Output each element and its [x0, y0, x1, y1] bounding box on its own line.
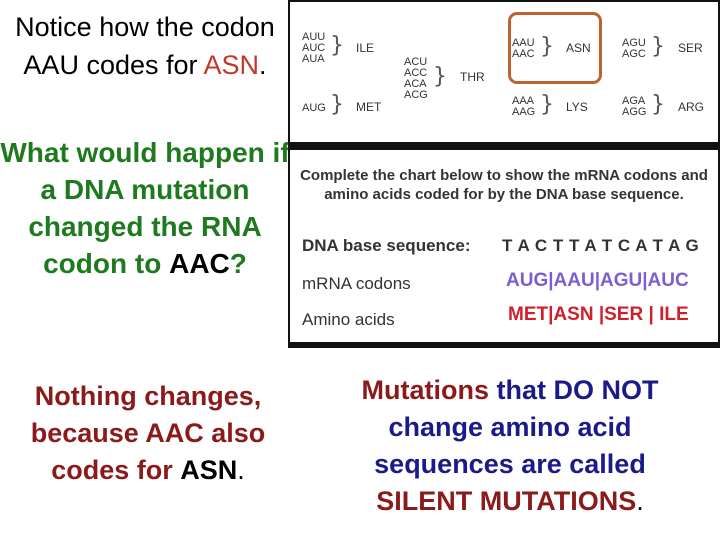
question-main: What would happen if a DNA mutation chan…	[0, 137, 290, 279]
question-text: What would happen if a DNA mutation chan…	[0, 134, 290, 282]
codon: ACU	[404, 56, 428, 68]
codon: AAA	[512, 95, 535, 107]
amino-acid: LYS	[566, 100, 588, 114]
codon-table-image: AUU AUC AUA } ILE AUG } MET ACU ACC ACA …	[288, 0, 720, 148]
silent-mutations-word: Mutations	[361, 375, 489, 405]
silent-period: .	[636, 486, 644, 516]
brace-icon: }	[651, 92, 665, 117]
amino-acid: ASN	[566, 41, 591, 55]
worksheet-panel: Complete the chart below to show the mRN…	[290, 150, 718, 342]
codon: AGG	[622, 106, 647, 118]
notice-asn: ASN	[203, 50, 260, 80]
codon: AAG	[512, 106, 536, 118]
dna-sequence: T A C T T A T C A T A G	[502, 236, 700, 255]
asn-highlight-box	[508, 12, 602, 84]
amino-acid: THR	[460, 70, 485, 84]
codon: AUA	[302, 53, 325, 65]
brace-icon: }	[433, 64, 447, 89]
brace-icon: }	[330, 33, 344, 58]
amino-acids: MET|ASN |SER | ILE	[508, 304, 689, 325]
amino-acid: ILE	[356, 41, 375, 55]
mrna-label: mRNA codons	[302, 274, 411, 293]
codon: AGU	[622, 37, 646, 49]
codon: ACA	[404, 78, 427, 90]
codon: AUU	[302, 31, 326, 43]
dna-label: DNA base sequence:	[302, 236, 471, 255]
notice-text: Notice how the codon AAU codes for ASN.	[0, 8, 290, 84]
answer-aa: ASN	[180, 455, 238, 485]
brace-icon: }	[330, 92, 344, 117]
notice-main: Notice how the codon AAU codes for	[15, 12, 275, 80]
worksheet-instructions: Complete the chart below to show the mRN…	[300, 167, 708, 203]
mrna-codons: AUG|AAU|AGU|AUC	[506, 270, 689, 291]
worksheet-image: Complete the chart below to show the mRN…	[288, 148, 720, 348]
amino-acid: ARG	[678, 100, 705, 114]
codon: AGA	[622, 95, 646, 107]
codon: AUG	[302, 102, 326, 114]
question-mark: ?	[229, 248, 247, 279]
amino-acid: MET	[356, 100, 382, 114]
codon: AAU	[512, 37, 535, 49]
notice-period: .	[259, 50, 267, 80]
codon: ACG	[404, 89, 428, 101]
amino-label: Amino acids	[302, 310, 395, 329]
question-codon: AAC	[169, 248, 230, 279]
codon-table-panel: AUU AUC AUA } ILE AUG } MET ACU ACC ACA …	[290, 2, 718, 142]
answer-text: Nothing changes, because AAC also codes …	[0, 378, 296, 489]
answer-period: .	[237, 455, 245, 485]
brace-icon: }	[540, 34, 554, 59]
codon: ACC	[404, 67, 428, 79]
amino-acid: SER	[678, 41, 703, 55]
brace-icon: }	[540, 92, 554, 117]
silent-mutation-text: Mutations that DO NOT change amino acid …	[330, 372, 690, 520]
silent-term: SILENT MUTATIONS	[376, 486, 637, 516]
answer-main: Nothing changes, because AAC also codes …	[30, 381, 266, 485]
silent-body: that DO NOT change amino acid sequences …	[374, 375, 659, 479]
codon: AGC	[622, 48, 646, 60]
codon: AAC	[512, 48, 535, 60]
codon: AUC	[302, 42, 326, 54]
brace-icon: }	[651, 34, 665, 59]
